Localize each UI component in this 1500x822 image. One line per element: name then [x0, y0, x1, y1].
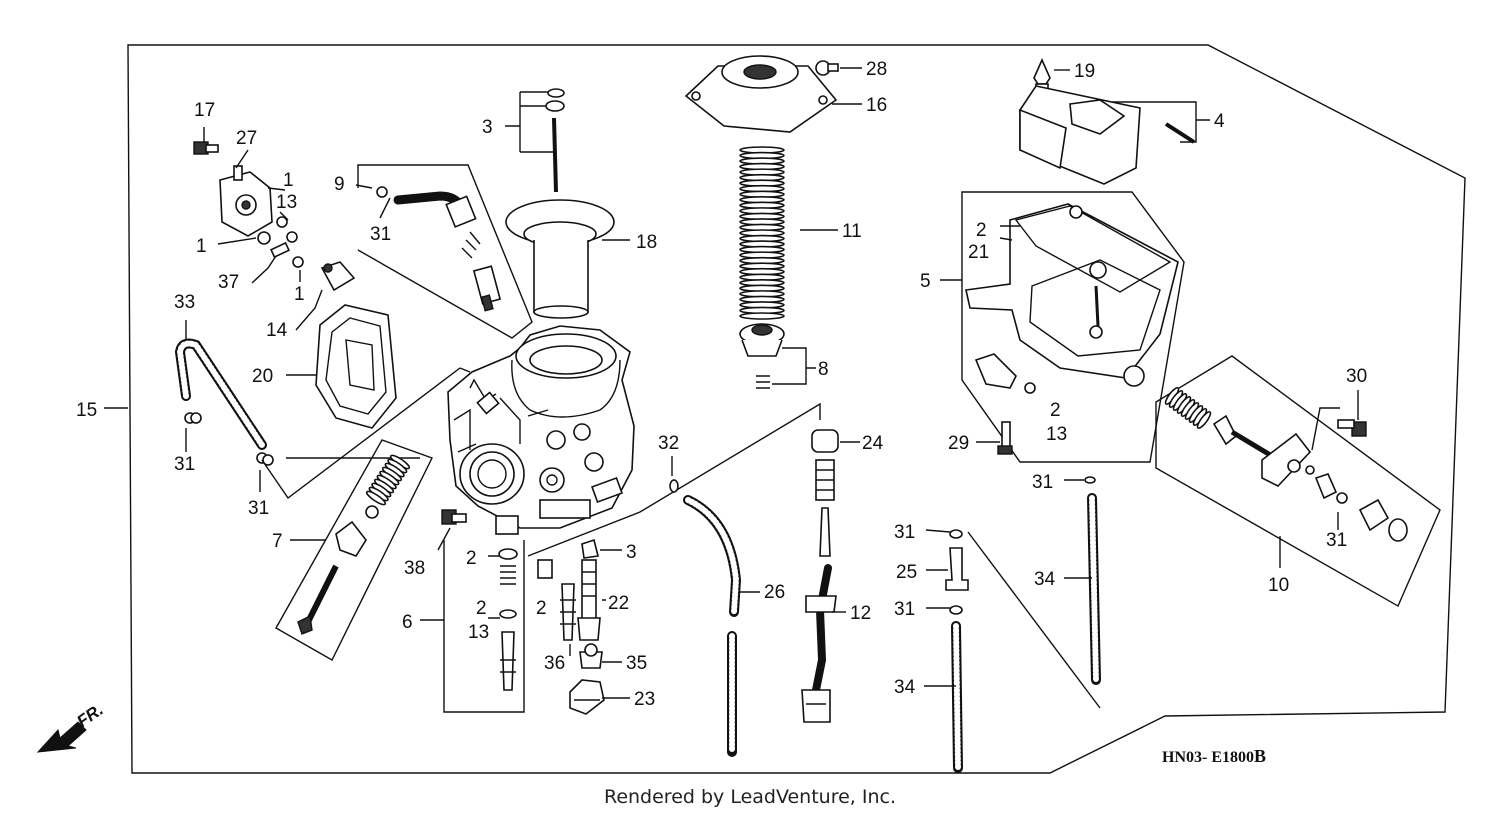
callout-26: 26	[764, 582, 785, 603]
callout-18: 18	[636, 232, 657, 253]
callout-32: 32	[658, 433, 679, 454]
callout-28: 28	[866, 59, 887, 80]
callout-31c: 31	[370, 224, 391, 245]
choke-assembly-10	[1164, 386, 1408, 542]
screw-30	[1337, 419, 1367, 437]
spring-11	[739, 146, 785, 320]
callout-23: 23	[634, 689, 655, 710]
float-chamber-5	[965, 203, 1179, 394]
float-4	[1019, 85, 1196, 185]
nut-35	[579, 643, 603, 669]
callout-38: 38	[404, 558, 425, 579]
o-ring-1	[257, 231, 271, 245]
callout-29: 29	[948, 433, 969, 454]
jet-needle-3	[545, 88, 565, 193]
jet-2	[537, 559, 553, 579]
pump-cover-27	[219, 165, 273, 237]
callout-34b: 34	[1034, 569, 1056, 590]
screw-37	[269, 241, 304, 268]
callout-1a: 1	[283, 170, 294, 191]
callout-1b: 1	[196, 236, 207, 257]
callout-31b: 31	[248, 498, 269, 519]
clip-31-left	[184, 412, 202, 424]
front-direction-arrow: FR.	[36, 700, 107, 753]
callout-31d: 31	[1032, 472, 1053, 493]
callout-35: 35	[626, 653, 647, 674]
callout-1c: 1	[294, 284, 305, 305]
callout-7: 7	[272, 531, 283, 552]
callout-20: 20	[252, 366, 273, 387]
screw-28	[815, 60, 839, 76]
callout-30: 30	[1346, 366, 1367, 387]
carburetor-body	[447, 325, 635, 535]
callout-2c: 2	[466, 548, 477, 569]
screw-14	[320, 261, 356, 292]
callout-33: 33	[174, 292, 195, 313]
callout-36: 36	[544, 653, 565, 674]
callout-12: 12	[850, 603, 871, 624]
callout-24: 24	[862, 433, 884, 454]
o-ring-13	[276, 216, 288, 228]
callout-8: 8	[818, 359, 829, 380]
diagram-frame	[127, 44, 1466, 774]
callout-21: 21	[968, 242, 989, 263]
callout-2a: 2	[976, 220, 987, 241]
callout-25: 25	[896, 562, 917, 583]
callout-4: 4	[1214, 111, 1225, 132]
callout-34a: 34	[894, 677, 916, 698]
fitting-25	[945, 529, 969, 615]
callout-2b: 2	[1050, 400, 1061, 421]
wire-harness-12	[801, 564, 837, 723]
callout-9: 9	[334, 174, 345, 195]
top-cover-16	[684, 55, 838, 133]
callout-31g: 31	[1326, 530, 1347, 551]
screw-29	[997, 421, 1013, 455]
callout-13c: 13	[468, 622, 489, 643]
footer-credit: Rendered by LeadVenture, Inc.	[603, 786, 897, 808]
cover-20	[315, 304, 397, 429]
callout-14: 14	[266, 320, 288, 341]
bolt-17	[193, 141, 219, 155]
o-ring-13b	[286, 231, 298, 243]
callout-31f: 31	[894, 599, 915, 620]
sensor-24	[811, 429, 839, 557]
callout-31a: 31	[174, 454, 195, 475]
emulsion-tube-36	[560, 583, 576, 641]
callout-10: 10	[1268, 575, 1289, 596]
spring-seat-8	[739, 323, 785, 389]
callout-3b: 3	[626, 542, 637, 563]
callout-5: 5	[920, 271, 931, 292]
callout-27: 27	[236, 128, 257, 149]
callout-31e: 31	[894, 522, 915, 543]
drain-plug-23	[569, 679, 605, 715]
vacuum-piston-18	[505, 199, 615, 319]
slow-jet-3	[577, 538, 601, 641]
callout-19: 19	[1074, 61, 1095, 82]
callout-labels: 17 27 1 13 1 37 1 33 14 20 31 31 15 9 31…	[76, 59, 1367, 710]
clip-32	[669, 479, 679, 493]
callout-6: 6	[402, 612, 413, 633]
callout-37: 37	[218, 272, 239, 293]
main-jet-6	[498, 548, 518, 691]
pilot-screw-7	[297, 454, 411, 635]
callout-13b: 13	[1046, 424, 1067, 445]
callout-2d: 2	[476, 598, 487, 619]
callout-22: 22	[608, 593, 629, 614]
clip-31-right	[1084, 476, 1096, 484]
jet-parts-9	[376, 186, 502, 312]
callout-11: 11	[842, 221, 862, 242]
callout-16: 16	[866, 95, 887, 116]
callout-13a: 13	[276, 192, 297, 213]
callout-2e: 2	[536, 598, 547, 619]
callout-3a: 3	[482, 117, 493, 138]
clip-31-mid	[256, 452, 274, 466]
drawing-code: HN03- E1800B	[1162, 746, 1266, 766]
screw-38	[441, 509, 467, 525]
callout-15: 15	[76, 400, 97, 421]
callout-17: 17	[194, 100, 215, 121]
